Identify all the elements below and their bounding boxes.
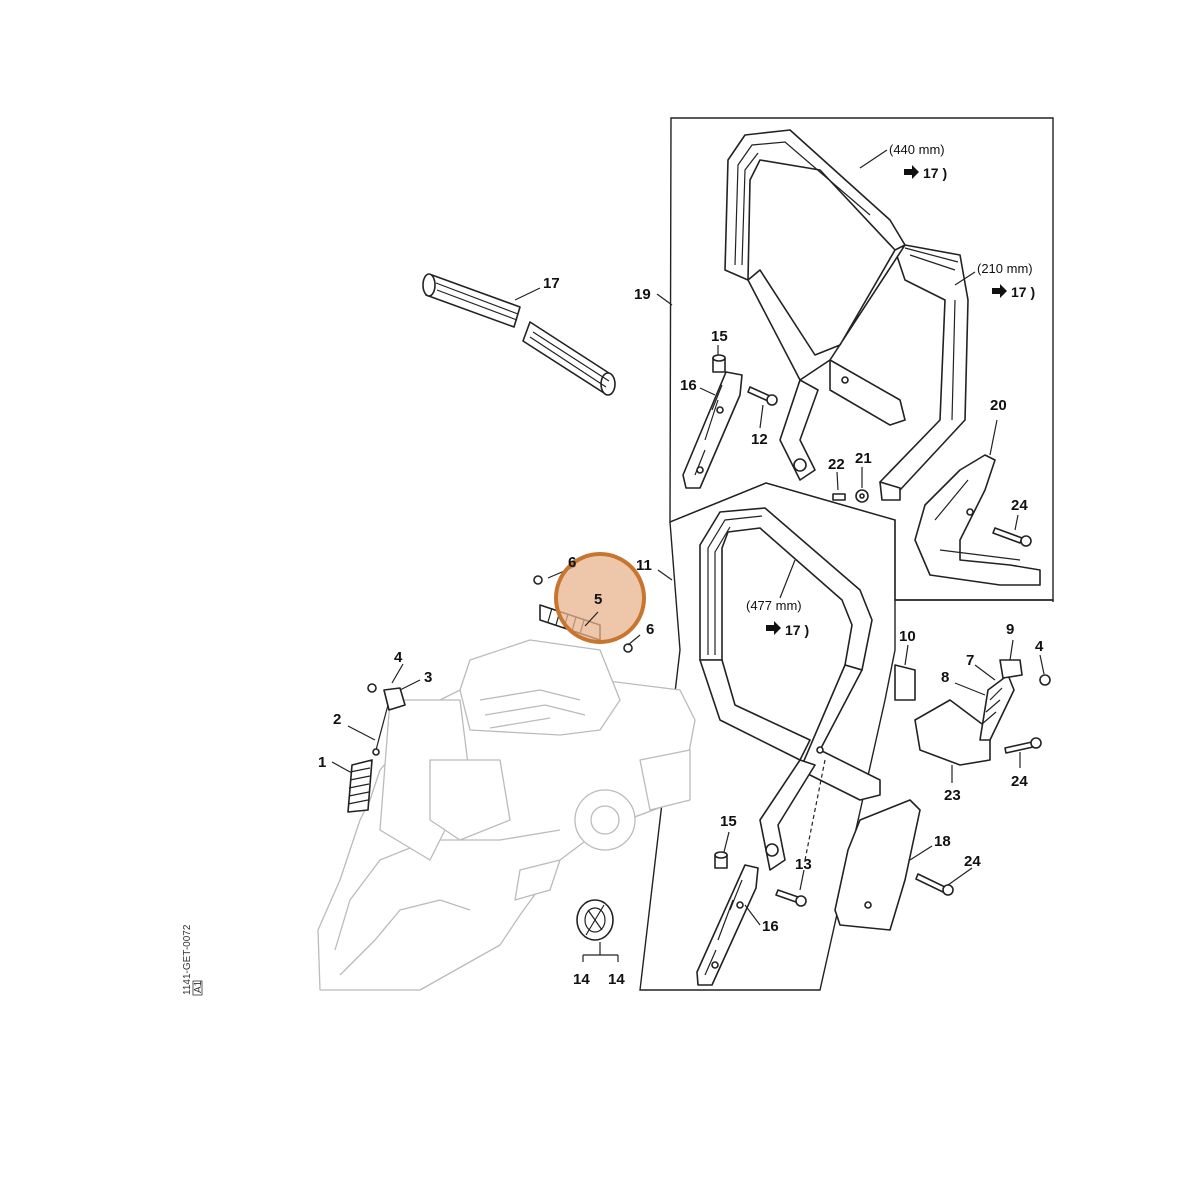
dim-210: (210 mm) 17 ) xyxy=(954,261,1035,300)
label-6b[interactable]: 6 xyxy=(646,621,654,638)
dim-210-text: (210 mm) xyxy=(977,261,1033,276)
label-23[interactable]: 23 xyxy=(944,787,961,804)
label-4[interactable]: 4 xyxy=(394,649,403,666)
label-6[interactable]: 6 xyxy=(568,554,576,571)
dim-440: (440 mm) 17 ) xyxy=(859,142,947,181)
label-14[interactable]: 12 xyxy=(751,431,768,448)
plug-part xyxy=(576,899,614,941)
label-9[interactable]: 9 xyxy=(1006,621,1014,638)
label-15b[interactable]: 15 xyxy=(720,813,737,830)
image-code: 1141-GET-0072 A1 xyxy=(182,924,204,996)
dim-440-ref: 17 ) xyxy=(923,165,947,181)
label-22[interactable]: 22 xyxy=(828,456,845,473)
label-11[interactable]: 14 xyxy=(573,971,590,988)
label-24c[interactable]: 24 xyxy=(964,853,981,870)
front-handle-frame-lower xyxy=(639,482,1054,991)
label-1[interactable]: 1 xyxy=(318,754,326,771)
front-handle-lower xyxy=(699,507,881,871)
front-handle-upper xyxy=(724,129,969,501)
guard-part-18 xyxy=(834,799,921,931)
washer-part-hole xyxy=(859,493,865,499)
label-13[interactable]: 11 xyxy=(636,557,652,574)
label-24[interactable]: 24 xyxy=(1011,497,1028,514)
arrow-right-icon xyxy=(904,165,919,179)
label-24b[interactable]: 24 xyxy=(1011,773,1028,790)
label-15[interactable]: 15 xyxy=(711,328,728,345)
arrow-right-icon xyxy=(766,621,781,635)
label-14b[interactable]: 13 xyxy=(795,856,812,873)
screw-part xyxy=(747,386,807,907)
label-16b[interactable]: 16 xyxy=(762,918,779,935)
left-small-parts xyxy=(347,683,406,813)
label-8[interactable]: 8 xyxy=(941,669,949,686)
arrow-right-icon xyxy=(992,284,1007,298)
label-17[interactable]: 17 xyxy=(543,275,560,292)
label-7[interactable]: 7 xyxy=(966,652,974,669)
label-20[interactable]: 20 xyxy=(990,397,1007,414)
label-16[interactable]: 16 xyxy=(680,377,697,394)
screw-part xyxy=(832,493,846,501)
dim-210-ref: 17 ) xyxy=(1011,284,1035,300)
label-18[interactable]: 18 xyxy=(934,833,951,850)
guard-part-20 xyxy=(914,454,1041,586)
screw-part xyxy=(915,527,1042,896)
chainsaw-body xyxy=(317,639,696,991)
dim-477-ref: 17 ) xyxy=(785,622,809,638)
image-code-suffix: A1 xyxy=(193,980,204,993)
label-2[interactable]: 2 xyxy=(333,711,341,728)
leader-lines xyxy=(331,287,1045,962)
handle-hose-part xyxy=(422,273,616,396)
highlight-marker[interactable] xyxy=(554,552,646,644)
dim-440-text: (440 mm) xyxy=(889,142,945,157)
label-12[interactable]: 14 xyxy=(608,971,625,988)
bracket-part-23 xyxy=(894,659,1051,766)
guard-hole xyxy=(864,901,872,909)
label-10[interactable]: 10 xyxy=(899,628,916,645)
dim-477-text: (477 mm) xyxy=(746,598,802,613)
bracket-part xyxy=(682,371,759,986)
label-4b[interactable]: 4 xyxy=(1035,638,1044,655)
dim-477: (477 mm) 17 ) xyxy=(746,559,809,638)
part-labels: 17 19 15 16 12 20 22 21 24 6 11 5 6 10 9… xyxy=(318,275,1044,988)
label-3[interactable]: 3 xyxy=(424,669,432,686)
label-5[interactable]: 5 xyxy=(594,591,602,608)
label-21[interactable]: 21 xyxy=(855,450,872,467)
image-code-text: 1141-GET-0072 xyxy=(182,924,193,995)
sleeve-part xyxy=(712,354,728,869)
label-19[interactable]: 19 xyxy=(634,286,651,303)
